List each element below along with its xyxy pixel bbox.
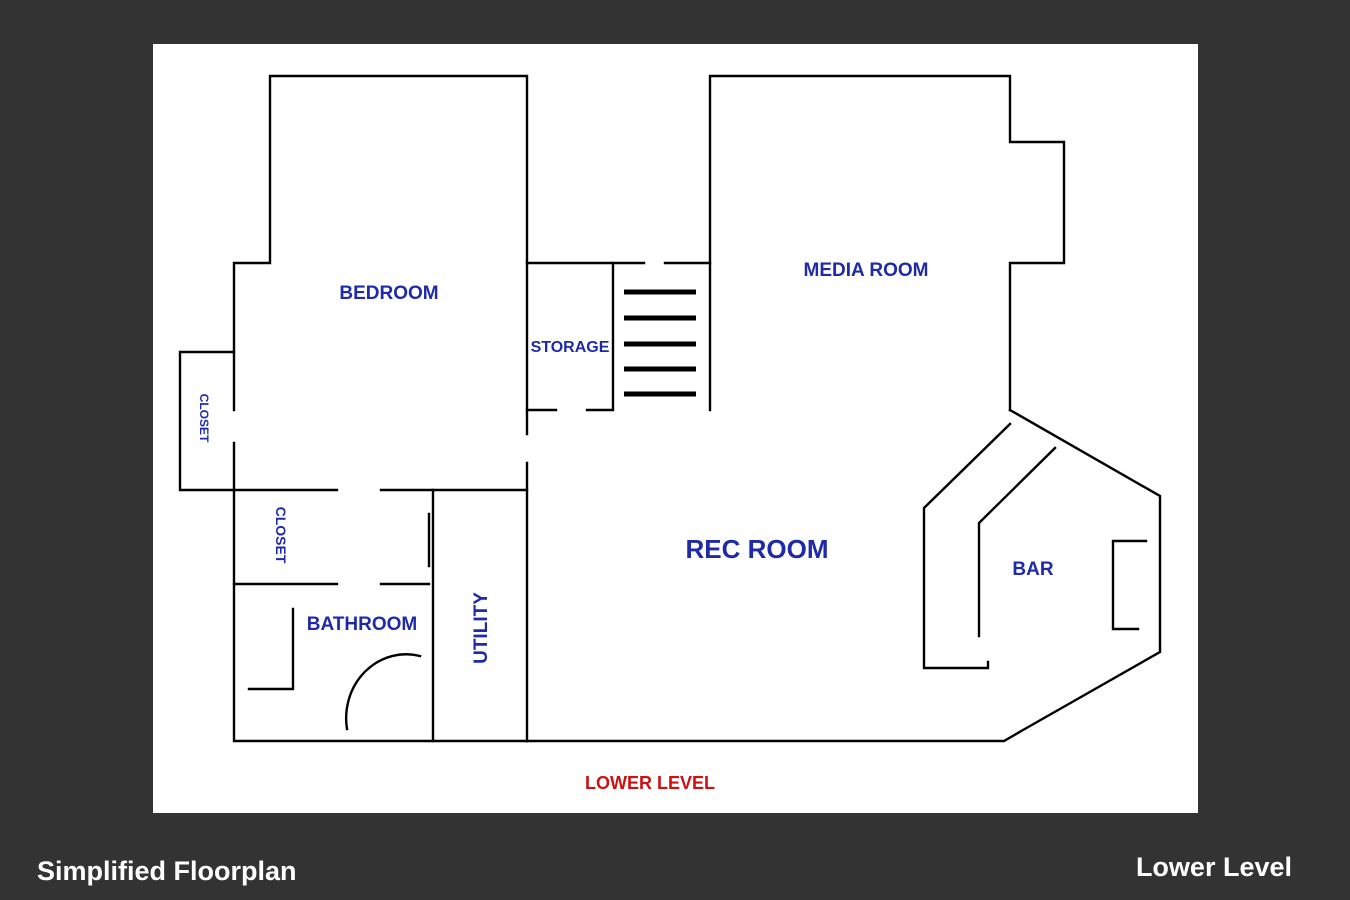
caption-level: Lower Level: [1135, 852, 1292, 882]
bar-counter-inner: [977, 446, 1057, 638]
bar-outer-walls: [525, 408, 1162, 743]
label-media-room: MEDIA ROOM: [804, 260, 929, 281]
floorplan-panel: BEDROOM STORAGE MEDIA ROOM CLOSET CLOSET…: [153, 44, 1198, 813]
label-bedroom: BEDROOM: [339, 283, 438, 304]
closet-lower-walls: [232, 512, 431, 586]
storage-walls: [525, 261, 615, 412]
stairs: [624, 289, 696, 397]
label-bathroom: BATHROOM: [307, 614, 417, 635]
label-utility: UTILITY: [471, 592, 492, 664]
bar-counter-outer: [922, 422, 1012, 670]
utility-walls: [431, 488, 529, 743]
bathroom-door-arc: [344, 653, 422, 731]
bar-fixture: [1111, 539, 1148, 631]
label-rec-room: REC ROOM: [686, 534, 829, 564]
walls: [178, 74, 1162, 743]
floorplan-diagram: BEDROOM STORAGE MEDIA ROOM CLOSET CLOSET…: [178, 74, 1162, 793]
closet-lower-top-wall: [379, 461, 529, 492]
bedroom-walls: [232, 74, 529, 492]
level-label: LOWER LEVEL: [585, 773, 715, 793]
closet-left-walls: [178, 350, 339, 492]
media-room-walls: [708, 74, 1066, 412]
caption-title: Simplified Floorplan: [37, 856, 297, 886]
lower-left-walls: [232, 488, 529, 743]
room-labels: BEDROOM STORAGE MEDIA ROOM CLOSET CLOSET…: [197, 260, 1054, 664]
bathroom-fixture: [247, 607, 295, 691]
label-closet-lower: CLOSET: [273, 507, 289, 564]
label-bar: BAR: [1012, 559, 1053, 580]
label-closet-left: CLOSET: [197, 394, 211, 443]
label-storage: STORAGE: [531, 339, 610, 356]
